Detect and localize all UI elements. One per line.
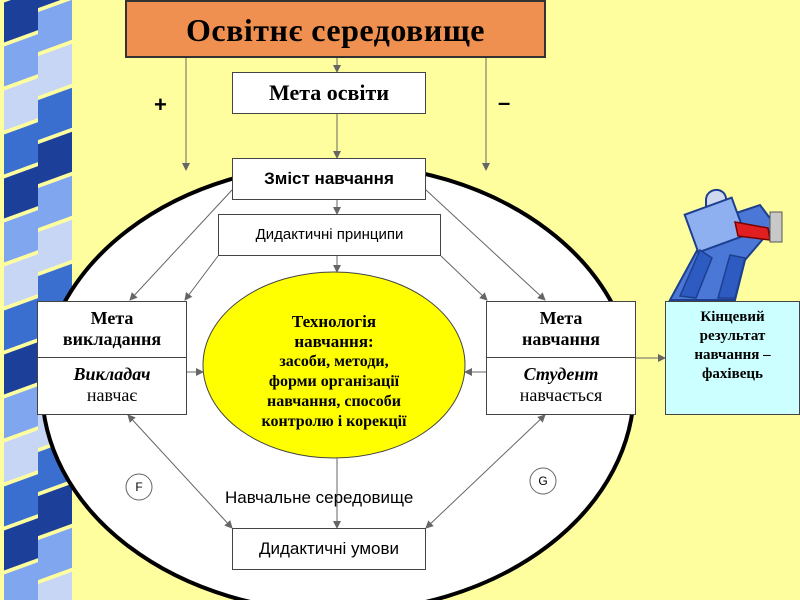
student-role: Студент навчається <box>487 358 635 414</box>
student-goal: Мета навчання <box>487 302 635 358</box>
technology-line1: Технологія <box>203 312 465 332</box>
student-goal-line1: Мета <box>487 308 635 329</box>
marker-g-label: G <box>530 468 556 494</box>
plus-sign: + <box>154 92 167 118</box>
teacher-block: Мета викладання Викладач навчає <box>37 301 187 415</box>
marker-f-label: F <box>126 474 152 500</box>
teacher-goal-line1: Мета <box>38 308 186 329</box>
teacher-role: Викладач навчає <box>38 358 186 414</box>
final-result-line2: результат <box>666 327 799 346</box>
technology-of-learning: Технологія навчання: засоби, методи, фор… <box>203 272 465 458</box>
student-role-label: Студент <box>524 364 599 384</box>
technology-line6: контролю і корекції <box>203 412 465 432</box>
content-of-learning-box: Зміст навчання <box>232 158 426 200</box>
teacher-goal: Мета викладання <box>38 302 186 358</box>
teacher-role-action: навчає <box>38 385 186 406</box>
teacher-goal-line2: викладання <box>38 329 186 350</box>
final-result-box: Кінцевий результат навчання – фахівець <box>665 301 800 415</box>
student-block: Мета навчання Студент навчається <box>486 301 636 415</box>
technology-line3: засоби, методи, <box>203 352 465 372</box>
page-title: Освітнє середовище <box>125 0 546 58</box>
final-result-line4: фахівець <box>666 365 799 384</box>
didactic-principles-box: Дидактичні принципи <box>218 214 441 256</box>
minus-sign: – <box>498 90 510 116</box>
learning-environment-label: Навчальне середовище <box>225 488 455 508</box>
final-result-line1: Кінцевий <box>666 308 799 327</box>
person-pulling-lever-icon <box>670 190 782 300</box>
final-result-line3: навчання – <box>666 346 799 365</box>
teacher-role-label: Викладач <box>74 364 151 384</box>
technology-line2: навчання: <box>203 332 465 352</box>
didactic-conditions-box: Дидактичні умови <box>232 528 426 570</box>
technology-line5: навчання, способи <box>203 392 465 412</box>
goal-of-education-box: Мета освіти <box>232 72 426 114</box>
student-role-action: навчається <box>487 385 635 406</box>
technology-line4: форми організації <box>203 372 465 392</box>
student-goal-line2: навчання <box>487 329 635 350</box>
